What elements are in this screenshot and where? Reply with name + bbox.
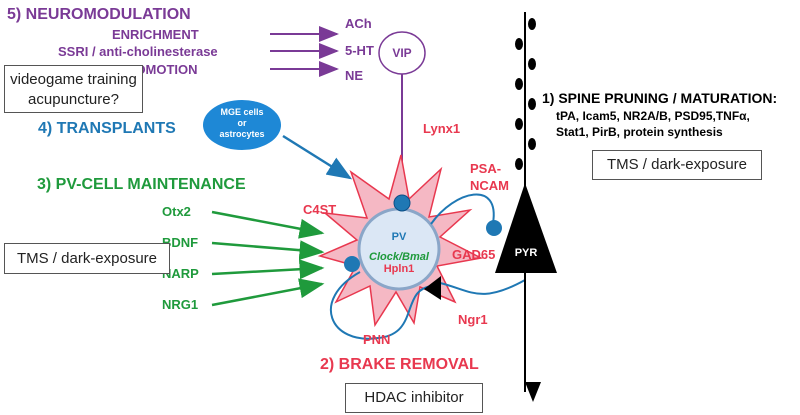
vip-label: VIP bbox=[392, 46, 411, 60]
spine-pruning-line1: tPA, Icam5, NR2A/B, PSD95,TNFα, bbox=[556, 109, 750, 123]
pv-pyr-synapse bbox=[486, 220, 502, 236]
pv-label: PV bbox=[392, 231, 407, 243]
lynx1-synapse bbox=[393, 194, 411, 212]
pv-axon-pyr bbox=[439, 279, 526, 295]
transplant-arrow bbox=[282, 134, 353, 180]
narp-label: NARP bbox=[162, 266, 199, 281]
spine bbox=[515, 38, 523, 50]
videogame-line2: acupuncture? bbox=[28, 91, 119, 108]
tms-left-box: TMS / dark-exposure bbox=[4, 243, 170, 274]
spine bbox=[515, 118, 523, 130]
ach-label: ACh bbox=[345, 16, 372, 31]
nrg1-arrow bbox=[211, 278, 325, 307]
bdnf-label: BDNF bbox=[162, 235, 198, 250]
bdnf-arrow bbox=[211, 240, 325, 261]
mge-bubble bbox=[203, 100, 281, 150]
spine bbox=[528, 18, 536, 30]
ngr1-label: Ngr1 bbox=[458, 312, 488, 327]
ne-label: NE bbox=[345, 68, 363, 83]
tms-right-label: TMS / dark-exposure bbox=[606, 156, 748, 173]
tms-left-label: TMS / dark-exposure bbox=[16, 250, 158, 267]
mge-line2: or bbox=[238, 118, 247, 128]
spine bbox=[528, 138, 536, 150]
brake-removal-title: 2) BRAKE REMOVAL bbox=[320, 356, 479, 373]
c4st-label: C4ST bbox=[303, 202, 336, 217]
5ht-label: 5-HT bbox=[345, 43, 374, 58]
hpln1-label: Hpln1 bbox=[384, 263, 415, 275]
tms-right-box: TMS / dark-exposure bbox=[592, 150, 762, 180]
enrichment-label: ENRICHMENT bbox=[112, 27, 199, 42]
pv-axon-upper bbox=[430, 193, 495, 225]
narp-arrow bbox=[211, 259, 325, 280]
spine-pruning-line2: Stat1, PirB, protein synthesis bbox=[556, 125, 723, 139]
hdac-box: HDAC inhibitor bbox=[345, 383, 483, 413]
clock-bmal-label: Clock/Bmal bbox=[369, 251, 430, 263]
videogame-box: videogame training acupuncture? bbox=[4, 65, 143, 113]
otx2-label: Otx2 bbox=[162, 204, 191, 219]
spine bbox=[515, 158, 523, 170]
hdac-label: HDAC inhibitor bbox=[364, 389, 464, 406]
spine bbox=[515, 78, 523, 90]
ssri-label: SSRI / anti-cholinesterase bbox=[58, 44, 218, 59]
pv-axon-lower bbox=[329, 271, 433, 340]
pyr-synapse-triangle bbox=[424, 276, 441, 300]
gad65-label: GAD65 bbox=[452, 247, 495, 262]
pv-autapse bbox=[344, 256, 360, 272]
ncam-label: NCAM bbox=[470, 178, 509, 193]
pyr-soma bbox=[495, 183, 557, 273]
pyr-label: PYR bbox=[515, 247, 538, 259]
psa-label: PSA- bbox=[470, 161, 501, 176]
pnn-label: PNN bbox=[363, 332, 390, 347]
spine bbox=[528, 98, 536, 110]
lynx1-label: Lynx1 bbox=[423, 121, 460, 136]
videogame-line1: videogame training bbox=[10, 71, 137, 88]
otx2-arrow bbox=[211, 210, 325, 239]
pv-cell bbox=[357, 207, 441, 291]
nrg1-label: NRG1 bbox=[162, 297, 198, 312]
neuromodulation-title: 5) NEUROMODULATION bbox=[7, 6, 191, 23]
mge-line1: MGE cells bbox=[220, 107, 263, 117]
transplants-title: 4) TRANSPLANTS bbox=[38, 120, 176, 137]
spine-pruning-title: 1) SPINE PRUNING / MATURATION: bbox=[542, 90, 777, 106]
spine bbox=[528, 58, 536, 70]
mge-line3: astrocytes bbox=[219, 129, 264, 139]
pv-maintenance-title: 3) PV-CELL MAINTENANCE bbox=[37, 176, 246, 193]
